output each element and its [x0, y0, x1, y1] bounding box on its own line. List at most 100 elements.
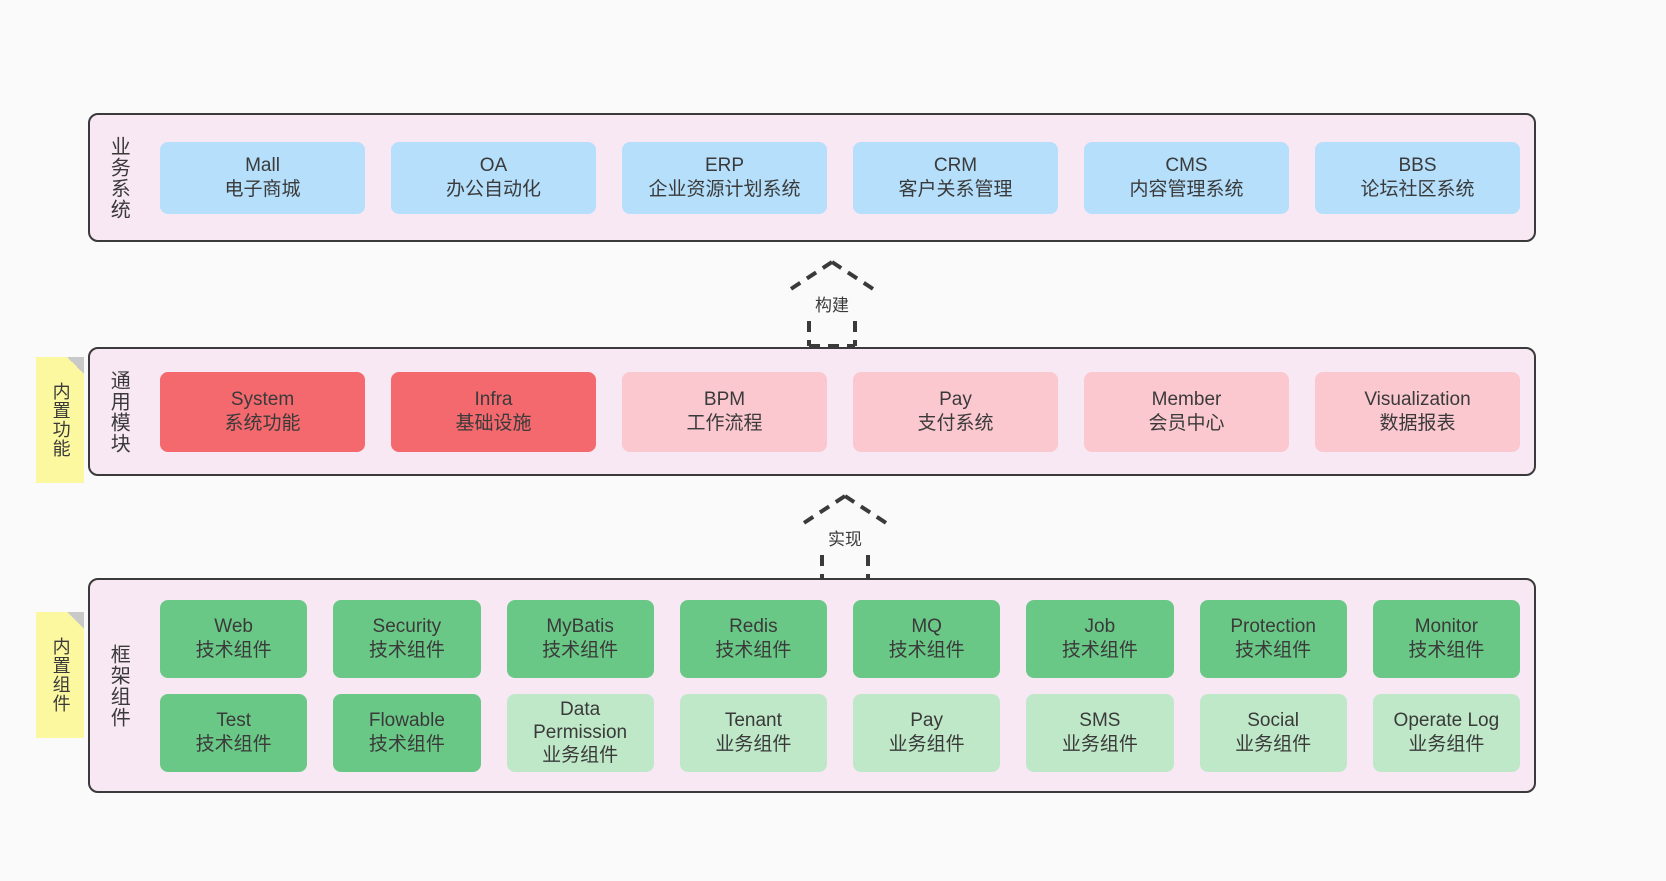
card-title: BBS [1398, 155, 1437, 177]
sticky-note-label: 内置组件 [50, 637, 71, 713]
card-subtitle: 技术组件 [1408, 639, 1485, 661]
card-title: CRM [933, 155, 978, 177]
card-row-business: Test 技术组件 Flowable 技术组件 Data Permission … [160, 693, 1520, 772]
card-title: Social [1247, 710, 1299, 732]
card-title: Security [372, 616, 442, 638]
card-subtitle: 技术组件 [195, 639, 272, 661]
card-title: Job [1084, 616, 1116, 638]
card-sms[interactable]: SMS 业务组件 [1026, 693, 1174, 772]
card-title: Member [1151, 389, 1222, 411]
card-subtitle: 电子商城 [224, 178, 301, 200]
card-subtitle: 会员中心 [1148, 412, 1225, 434]
card-test[interactable]: Test 技术组件 [160, 693, 308, 772]
card-crm[interactable]: CRM 客户关系管理 [853, 141, 1058, 214]
card-mq[interactable]: MQ 技术组件 [853, 599, 1001, 678]
card-subtitle: 技术组件 [368, 639, 445, 661]
card-title: MyBatis [546, 616, 614, 638]
build-arrow-label: 构建 [757, 291, 907, 316]
card-title: Pay [910, 710, 943, 732]
layer-body-business-systems: Mall 电子商城 OA 办公自动化 ERP 企业资源计划系统 CRM 客户关系… [146, 115, 1534, 240]
card-subtitle: 业务组件 [715, 733, 792, 755]
card-infra[interactable]: Infra 基础设施 [391, 371, 596, 452]
card-oa[interactable]: OA 办公自动化 [391, 141, 596, 214]
card-subtitle: 客户关系管理 [898, 178, 1013, 200]
card-row: Mall 电子商城 OA 办公自动化 ERP 企业资源计划系统 CRM 客户关系… [160, 141, 1520, 214]
card-subtitle: 工作流程 [686, 412, 763, 434]
layer-common-modules: 通用模块 System 系统功能 Infra 基础设施 BPM 工作流程 Pay… [88, 347, 1536, 476]
layer-body-framework-components: Web 技术组件 Security 技术组件 MyBatis 技术组件 Redi… [146, 580, 1534, 791]
card-protection[interactable]: Protection 技术组件 [1199, 599, 1347, 678]
card-monitor[interactable]: Monitor 技术组件 [1372, 599, 1520, 678]
card-title: Operate Log [1393, 710, 1500, 732]
card-tenant[interactable]: Tenant 业务组件 [679, 693, 827, 772]
sticky-note-builtin-component: 内置组件 [36, 612, 84, 738]
card-mall[interactable]: Mall 电子商城 [160, 141, 365, 214]
card-job[interactable]: Job 技术组件 [1026, 599, 1174, 678]
card-title: Test [216, 710, 252, 732]
card-subtitle: 技术组件 [542, 639, 619, 661]
card-title: System [230, 389, 295, 411]
card-subtitle: 内容管理系统 [1129, 178, 1244, 200]
card-title: Visualization [1364, 389, 1471, 411]
layer-title-common-modules: 通用模块 [107, 369, 130, 454]
card-subtitle: 办公自动化 [445, 178, 541, 200]
card-subtitle: 业务组件 [1235, 733, 1312, 755]
card-bpm[interactable]: BPM 工作流程 [622, 371, 827, 452]
card-data-permission[interactable]: Data Permission 业务组件 [506, 693, 654, 772]
card-subtitle: 业务组件 [1408, 733, 1485, 755]
card-title: OA [479, 155, 508, 177]
card-title: Monitor [1414, 616, 1479, 638]
card-row: System 系统功能 Infra 基础设施 BPM 工作流程 Pay 支付系统… [160, 371, 1520, 452]
card-erp[interactable]: ERP 企业资源计划系统 [622, 141, 827, 214]
card-flowable[interactable]: Flowable 技术组件 [333, 693, 481, 772]
card-cms[interactable]: CMS 内容管理系统 [1084, 141, 1289, 214]
card-title: Infra [474, 389, 513, 411]
realize-arrow: 实现 [770, 492, 920, 582]
card-operate-log[interactable]: Operate Log 业务组件 [1372, 693, 1520, 772]
card-bbs[interactable]: BBS 论坛社区系统 [1315, 141, 1520, 214]
card-title: Pay [939, 389, 972, 411]
card-subtitle: 技术组件 [888, 639, 965, 661]
card-web[interactable]: Web 技术组件 [160, 599, 308, 678]
card-subtitle: 业务组件 [1061, 733, 1138, 755]
card-title: Data Permission [533, 698, 628, 743]
sticky-note-builtin-function: 内置功能 [36, 357, 84, 483]
card-subtitle: 业务组件 [888, 733, 965, 755]
card-pay-component[interactable]: Pay 业务组件 [853, 693, 1001, 772]
card-member[interactable]: Member 会员中心 [1084, 371, 1289, 452]
card-subtitle: 技术组件 [368, 733, 445, 755]
card-title: MQ [911, 616, 942, 638]
card-title: Protection [1230, 616, 1316, 638]
card-security[interactable]: Security 技术组件 [333, 599, 481, 678]
card-row-technical: Web 技术组件 Security 技术组件 MyBatis 技术组件 Redi… [160, 599, 1520, 678]
card-subtitle: 技术组件 [1061, 639, 1138, 661]
card-subtitle: 系统功能 [224, 412, 301, 434]
card-title: Web [214, 616, 253, 638]
card-mybatis[interactable]: MyBatis 技术组件 [506, 599, 654, 678]
card-pay-module[interactable]: Pay 支付系统 [853, 371, 1058, 452]
card-social[interactable]: Social 业务组件 [1199, 693, 1347, 772]
card-subtitle: 支付系统 [917, 412, 994, 434]
card-subtitle: 论坛社区系统 [1360, 178, 1475, 200]
layer-business-systems: 业务系统 Mall 电子商城 OA 办公自动化 ERP 企业资源计划系统 CRM… [88, 113, 1536, 242]
card-title: Flowable [368, 710, 445, 732]
card-system[interactable]: System 系统功能 [160, 371, 365, 452]
card-title: SMS [1079, 710, 1121, 732]
card-title: CMS [1165, 155, 1208, 177]
layer-title-framework-components: 框架组件 [107, 643, 130, 728]
card-subtitle: 技术组件 [715, 639, 792, 661]
layer-title-business-systems: 业务系统 [107, 135, 130, 220]
card-title: ERP [704, 155, 745, 177]
layer-framework-components: 框架组件 Web 技术组件 Security 技术组件 MyBatis 技术组件… [88, 578, 1536, 793]
card-title: Tenant [724, 710, 782, 732]
card-subtitle: 业务组件 [542, 745, 619, 767]
card-subtitle: 技术组件 [195, 733, 272, 755]
card-redis[interactable]: Redis 技术组件 [679, 599, 827, 678]
card-title: Redis [729, 616, 778, 638]
realize-arrow-label: 实现 [770, 525, 920, 550]
card-subtitle: 企业资源计划系统 [648, 178, 801, 200]
card-visualization[interactable]: Visualization 数据报表 [1315, 371, 1520, 452]
card-title: Mall [245, 155, 280, 177]
layer-body-common-modules: System 系统功能 Infra 基础设施 BPM 工作流程 Pay 支付系统… [146, 349, 1534, 474]
